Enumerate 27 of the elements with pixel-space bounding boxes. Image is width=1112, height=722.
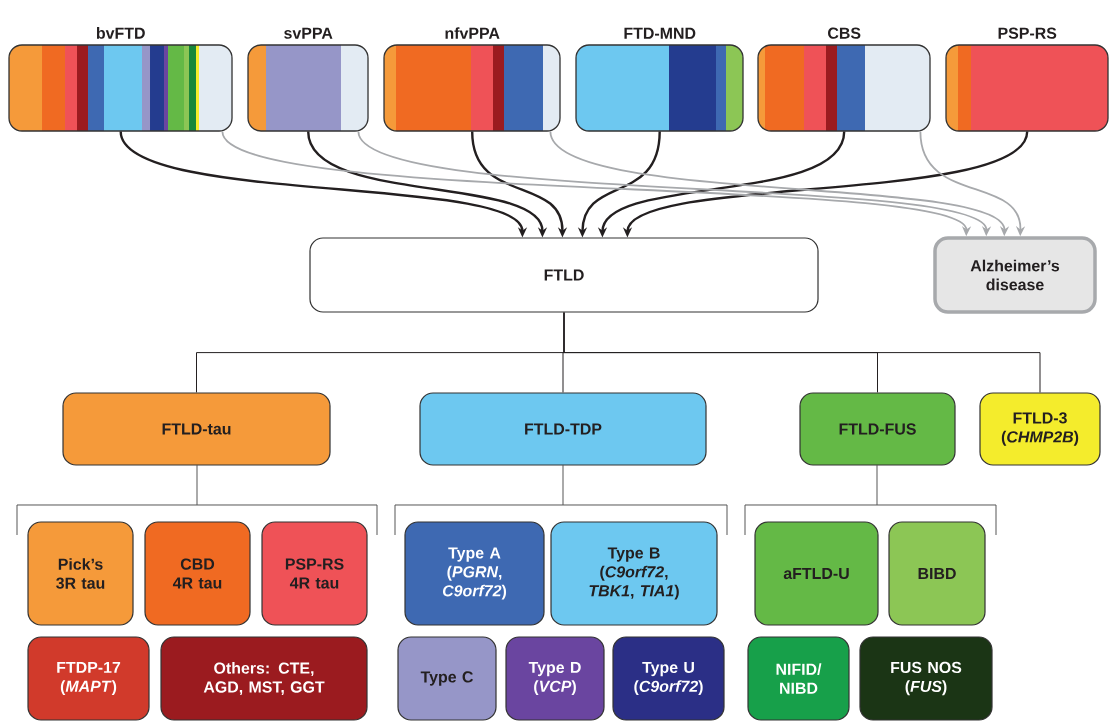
subtype-box: Type A (PGRN, C9orf72) xyxy=(404,521,545,626)
subtype-box: CBD 4R tau xyxy=(144,521,251,626)
outcome-box: Alzheimer’s disease xyxy=(933,236,1097,314)
tree-line xyxy=(563,312,1041,393)
class-box: FTLD-tau xyxy=(62,392,331,466)
subtype-box: Type C xyxy=(397,636,497,721)
subtype-box: Type B (C9orf72, TBK1, TIA1) xyxy=(550,521,718,626)
box-heading: PSP-RS xyxy=(998,27,1057,39)
box-heading: nfvPPA xyxy=(445,27,500,39)
class-box: FTLD-TDP xyxy=(419,392,707,466)
subtype-box: Type D (VCP) xyxy=(505,636,605,721)
subtype-box: NIFID/ NIBD xyxy=(747,636,850,721)
subtype-box: BIBD xyxy=(888,521,986,626)
box-heading: bvFTD xyxy=(96,27,145,39)
box-heading: CBS xyxy=(828,27,861,39)
subtype-box: Others: CTE, AGD, MST, GGT xyxy=(160,636,368,721)
box-heading: FTD-MND xyxy=(624,27,696,39)
subtype-box: PSP-RS 4R tau xyxy=(261,521,368,626)
subtype-box: FTDP-17 (MAPT) xyxy=(27,636,150,721)
class-box: FTLD-3 (CHMP2B) xyxy=(979,392,1101,466)
box-heading: svPPA xyxy=(284,27,333,39)
subtype-box: aFTLD-U xyxy=(754,521,879,626)
subtype-box: Pick’s 3R tau xyxy=(27,521,134,626)
category-box: FTLD xyxy=(309,237,819,313)
subtype-box: FUS NOS (FUS) xyxy=(859,636,993,721)
subtype-box: Type U (C9orf72) xyxy=(612,636,725,721)
class-box: FTLD-FUS xyxy=(799,392,956,466)
